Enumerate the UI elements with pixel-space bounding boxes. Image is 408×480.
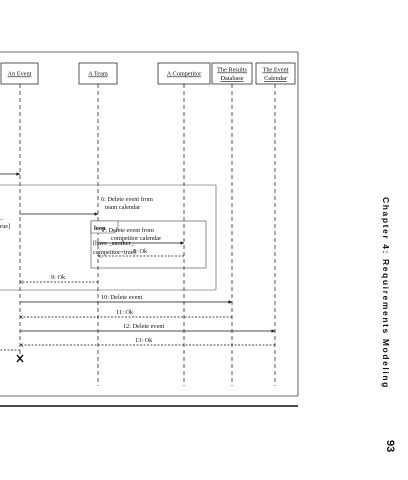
loop-label: loop: [94, 225, 106, 232]
lifeline-head-event: An Event: [0, 62, 39, 85]
destruction-mark-cross: [16, 354, 24, 363]
lifeline-head-competitor: A Competitor: [157, 62, 211, 85]
page-number: 93: [384, 440, 396, 453]
lifeline-label-results-db-line2: Database: [220, 75, 243, 82]
message-label-12: 12: Delete event: [123, 323, 165, 330]
message-label-8: 8: Ok: [133, 248, 148, 255]
lifeline-label-results-db-line1: The Results: [217, 67, 247, 74]
guard-another-competitor-line1: [have _another_: [93, 240, 135, 247]
message-label-13: 13: Ok: [135, 337, 153, 344]
message-label-6-line1: 6: Delete event from: [101, 196, 153, 203]
message-label-6-line2: team calendar: [105, 204, 141, 211]
lifeline-label-event: An Event: [8, 71, 32, 78]
guard-another-competitor-line2: competitor=true]: [93, 249, 136, 256]
message-label-7-line2: competitor calendar: [111, 235, 162, 242]
diagram-frame: [0, 51, 299, 397]
lifeline-head-results-db: The Results Database: [211, 62, 253, 85]
guard-cut-off-line2: rue]: [0, 223, 10, 230]
outer-fragment: [0, 184, 217, 291]
loop-fragment: [90, 220, 207, 269]
message-label-10: 10: Delete event: [101, 294, 143, 301]
lifeline-label-competitor: A Competitor: [167, 71, 202, 78]
message-label-7-line1: 7: Delete event from: [102, 227, 154, 234]
lifeline-label-event-calendar-line2: Calendar: [264, 75, 288, 82]
message-label-11: 11: Ok: [116, 309, 134, 316]
message-label-9: 9: Ok: [51, 274, 66, 281]
lifeline-label-team: A Team: [88, 71, 108, 78]
lifeline-label-event-calendar-line1: The Event: [262, 67, 288, 74]
lifeline-head-team: A Team: [78, 62, 118, 85]
guard-cut-off-line1: _: [0, 214, 4, 221]
chapter-running-head: Chapter 4: Requirements Modeling: [381, 197, 391, 389]
lifeline-head-event-calendar: The Event Calendar: [255, 62, 296, 85]
